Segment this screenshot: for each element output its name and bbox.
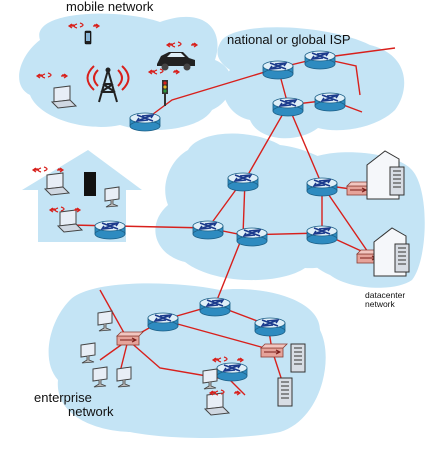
datacenter-label-line1: datacenter [365,290,406,300]
router-home [94,220,126,240]
datacenter-building-2 [373,227,410,277]
datacenter-building-1 [366,150,405,200]
switch-enterprise-2 [260,343,288,358]
switch-enterprise-1 [116,331,144,346]
router-ent-3 [254,317,286,337]
router-dc-2 [306,225,338,245]
router-ent-2 [147,312,179,332]
ent-server-1 [290,343,306,373]
router-isp-2 [304,50,336,70]
tower-waves [86,65,130,91]
home-network-house [22,150,142,242]
datacenter-label-line2: network [365,299,395,310]
traffic-light [162,80,168,106]
enterprise-label: enterprise network [34,390,114,420]
datacenter-label: datacenter network [365,290,406,310]
phone-1 [84,30,92,45]
enterprise-label-line1: enterprise [34,390,92,405]
router-isp-1 [262,60,294,80]
car [157,52,195,71]
router-dc-1 [306,177,338,197]
mobile-network-label: mobile network [66,0,154,14]
router-core-3 [236,227,268,247]
router-core-2 [192,220,224,240]
router-mobile [129,112,161,132]
router-core-1 [227,172,259,192]
enterprise-label-line2: network [68,404,114,420]
home-desktop-tower [84,172,96,196]
router-isp-4 [314,92,346,112]
router-isp-3 [272,97,304,117]
ent-server-2 [277,377,293,407]
router-ent-4 [216,362,248,382]
router-ent-1 [199,297,231,317]
isp-label: national or global ISP [227,32,351,47]
mobile-network-cloud [19,13,232,131]
